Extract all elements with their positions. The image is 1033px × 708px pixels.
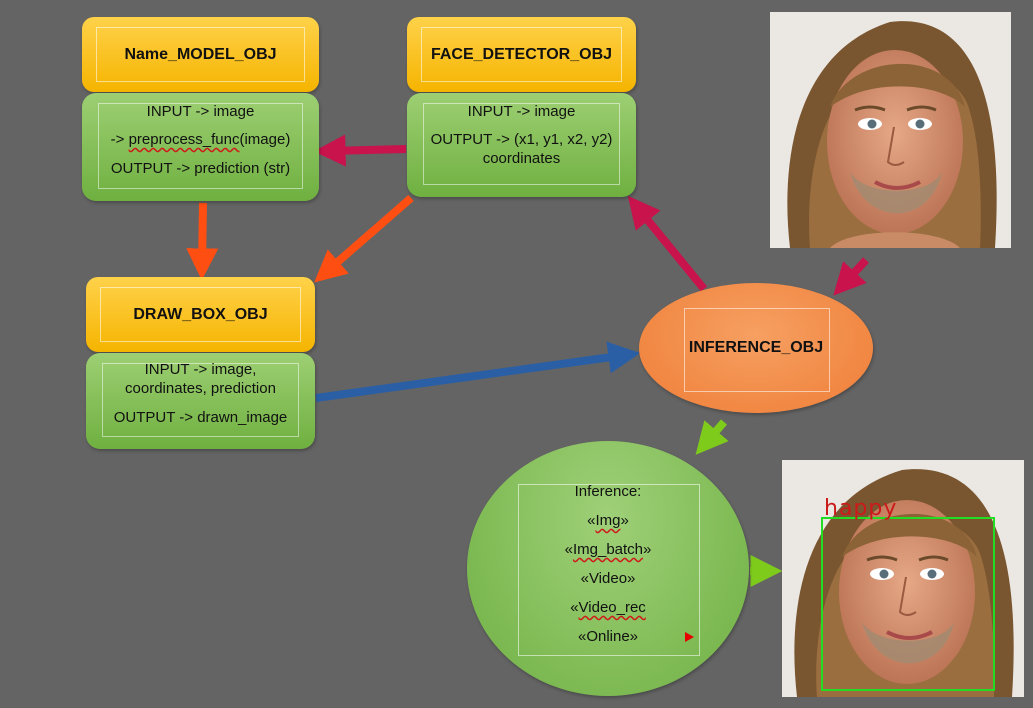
arrow-face-detector-to-name-model [313, 134, 407, 167]
name-model-output: OUTPUT -> prediction (str) [110, 160, 291, 177]
inference-modes-title: Inference: [574, 483, 642, 500]
draw-box-title: DRAW_BOX_OBJ [133, 305, 268, 323]
portrait-icon [770, 12, 1011, 248]
inference-mode-online: «Online» [577, 628, 639, 645]
inference-obj-frame [684, 308, 830, 392]
inference-mode-video-rec: «Video_rec [570, 599, 646, 616]
face-detector-input: INPUT -> image [467, 103, 576, 120]
face-detector-header: FACE_DETECTOR_OBJ [407, 17, 636, 92]
inference-mode-video: «Video» [580, 570, 636, 587]
prediction-label: happy [824, 496, 898, 521]
body-frame [102, 363, 299, 437]
face-detector-body: INPUT -> image OUTPUT -> (x1, y1, x2, y2… [407, 93, 636, 197]
name-model-input: INPUT -> image [146, 103, 255, 120]
name-model-preprocess: -> preprocess_func(image) [82, 131, 319, 148]
draw-box-output: OUTPUT -> drawn_image [113, 409, 288, 426]
inference-modes-node: Inference: «Img» «Img_batch» «Video» «Vi… [467, 441, 749, 696]
inference-obj-title: INFERENCE_OBJ [688, 339, 824, 356]
draw-box-input: INPUT -> image, [144, 361, 257, 378]
face-detector-title: FACE_DETECTOR_OBJ [430, 45, 613, 63]
preprocess-suffix: (image) [239, 131, 291, 148]
body-frame [423, 103, 620, 185]
name-model-header: Name_MODEL_OBJ [82, 17, 319, 92]
arrow-name-model-to-draw-box [186, 202, 219, 281]
header-frame [100, 287, 301, 342]
header-frame [96, 27, 305, 82]
input-face-photo [770, 12, 1011, 248]
header-frame [421, 27, 622, 82]
output-face-photo: happy [782, 460, 1024, 697]
draw-box-body: INPUT -> image, coordinates, prediction … [86, 353, 315, 449]
inference-obj-node: INFERENCE_OBJ [639, 283, 873, 413]
preprocess-func-word: preprocess_func [128, 131, 240, 148]
draw-box-input-args: coordinates, prediction [125, 380, 276, 397]
arrow-inference-to-face-detector [627, 195, 708, 292]
portrait-icon [782, 460, 1024, 697]
body-frame [98, 103, 303, 189]
name-model-body: INPUT -> image -> preprocess_func(image)… [82, 93, 319, 201]
inference-mode-img-batch: «Img_batch» [564, 541, 652, 558]
arrow-inference-to-modes [695, 419, 729, 455]
face-detector-output: OUTPUT -> (x1, y1, x2, y2) [430, 131, 613, 148]
play-triangle-icon [685, 632, 694, 642]
draw-box-header: DRAW_BOX_OBJ [86, 277, 315, 352]
inference-mode-img: «Img» [587, 512, 629, 529]
name-model-title: Name_MODEL_OBJ [124, 45, 277, 63]
arrow-draw-box-to-inference [315, 341, 641, 402]
detection-bounding-box [821, 517, 995, 691]
preprocess-prefix: -> [110, 131, 129, 148]
arrow-face-detector-to-draw-box [314, 194, 414, 283]
arrow-photo-to-inference [833, 257, 869, 296]
inference-modes-frame [518, 484, 700, 656]
face-detector-output-coordinates: coordinates [482, 150, 561, 167]
